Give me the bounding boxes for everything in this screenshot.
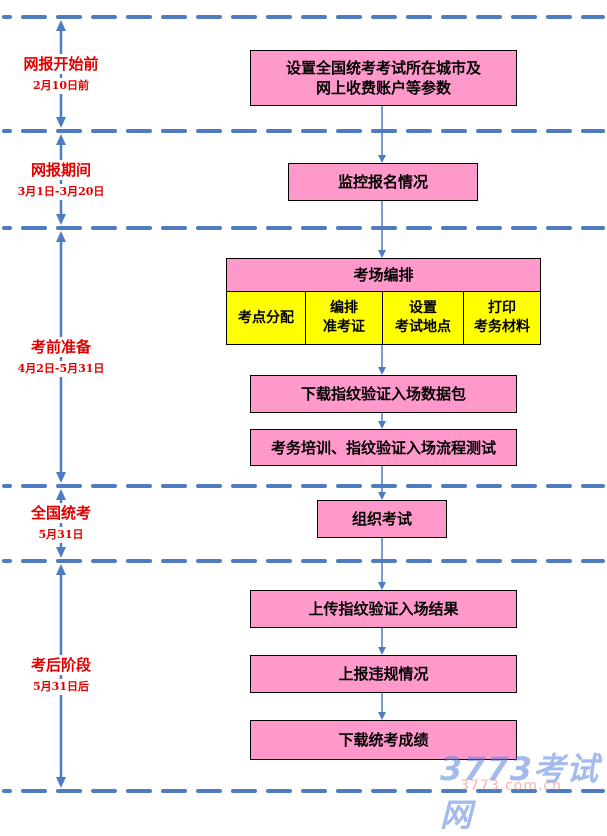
phase-label-registration: 网报期间 3月1日-3月20日 (0, 160, 122, 200)
arrow-down-icon (378, 647, 386, 655)
arrow-down-icon (378, 421, 386, 429)
step-organize-exam: 组织考试 (317, 500, 447, 538)
step-report-violations: 上报违规情况 (250, 655, 517, 693)
step-set-params: 设置全国统考考试所在城市及 网上收费账户等参数 (250, 50, 517, 106)
arrow-down-icon (56, 472, 66, 483)
phase-name: 网报期间 (28, 160, 93, 180)
arrow-down-icon (56, 214, 66, 225)
phase-date: 2月10日前 (31, 78, 91, 94)
step-download-scores: 下载统考成绩 (250, 720, 517, 760)
phase-date: 5月31日 (36, 527, 86, 543)
step-label: 组织考试 (351, 510, 412, 528)
arrow-up-icon (56, 20, 66, 31)
arrow-down-icon (378, 367, 386, 375)
phase-label-post-exam: 考后阶段 5月31日后 (0, 655, 122, 695)
arrow-up-icon (56, 564, 66, 575)
phase-name: 考前准备 (28, 337, 93, 357)
phase-date: 5月31日后 (31, 679, 91, 695)
phase-name: 网报开始前 (21, 54, 101, 74)
subtask-label: 设置 考试地点 (395, 300, 451, 335)
subtask-label: 考点分配 (238, 309, 294, 326)
connectors (378, 106, 386, 720)
subtask-print-materials: 打印 考务材料 (463, 291, 541, 345)
phase-name: 考后阶段 (28, 655, 93, 675)
arrow-down-icon (378, 582, 386, 590)
step-label: 下载统考成绩 (338, 731, 429, 749)
arrow-up-icon (56, 231, 66, 242)
phase-date: 4月2日-5月31日 (15, 361, 107, 377)
subtask-site-allocation: 考点分配 (226, 291, 306, 345)
subtask-label: 编排 准考证 (323, 300, 365, 335)
step-monitor-registration: 监控报名情况 (288, 163, 478, 201)
arrow-down-icon (56, 117, 66, 128)
phase-name: 全国统考 (28, 503, 93, 523)
phase-label-before-registration: 网报开始前 2月10日前 (0, 54, 122, 94)
subtask-exam-locations: 设置 考试地点 (382, 291, 464, 345)
step-label: 上传指纹验证入场结果 (308, 600, 459, 618)
arrow-down-icon (56, 547, 66, 558)
step-label: 设置全国统考考试所在城市及 网上收费账户等参数 (285, 59, 481, 97)
arrow-up-icon (56, 134, 66, 145)
phase-dividers (2, 15, 605, 793)
subtask-label: 打印 考务材料 (474, 300, 530, 335)
phase-date: 3月1日-3月20日 (15, 184, 107, 200)
step-label: 监控报名情况 (337, 173, 428, 191)
phase-label-exam: 全国统考 5月31日 (0, 503, 122, 543)
step-label: 上报违规情况 (338, 665, 429, 683)
subtask-admission-tickets: 编排 准考证 (305, 291, 383, 345)
step-label: 考务培训、指纹验证入场流程测试 (270, 438, 496, 457)
phase-label-preparation: 考前准备 4月2日-5月31日 (0, 337, 122, 377)
arrow-up-icon (56, 489, 66, 500)
arrow-down-icon (378, 492, 386, 500)
step-upload-results: 上传指纹验证入场结果 (250, 590, 517, 628)
arrow-down-icon (378, 712, 386, 720)
watermark-url: 3773.com.cn (460, 778, 562, 794)
step-training-and-test: 考务培训、指纹验证入场流程测试 (250, 429, 517, 466)
step-label: 下载指纹验证入场数据包 (300, 385, 466, 403)
arrow-down-icon (378, 155, 386, 163)
arrow-down-icon (378, 250, 386, 258)
step-label: 考场编排 (353, 266, 414, 284)
step-room-arrangement: 考场编排 (226, 258, 541, 292)
step-download-fingerprint-package: 下载指纹验证入场数据包 (250, 375, 517, 413)
arrow-down-icon (56, 777, 66, 788)
